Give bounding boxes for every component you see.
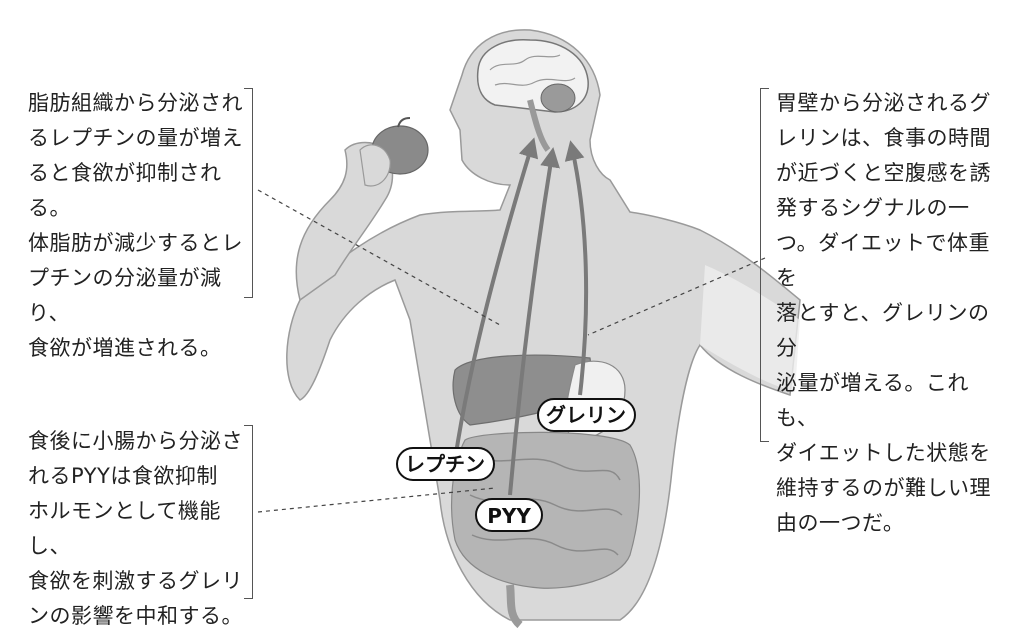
leptin-caption: 脂肪組織から分泌され るレプチンの量が増え ると食欲が抑制される。 体脂肪が減少…: [28, 91, 243, 360]
pyy-bracket: [244, 425, 253, 599]
leptin-label: レプチン: [405, 452, 485, 476]
pyy-arrow: [508, 147, 560, 496]
ghrelin-bracket: [760, 88, 769, 442]
brain-icon: [476, 39, 589, 152]
leptin-tag: レプチン: [396, 447, 495, 481]
leptin-bracket: [244, 88, 253, 298]
leptin-leader: [257, 189, 501, 326]
ghrelin-caption: 胃壁から分泌されるグ レリンは、食事の時間 が近づくと空腹感を誘 発するシグナル…: [776, 91, 991, 535]
torso-silhouette: [286, 29, 801, 621]
ghrelin-tag: グレリン: [537, 398, 636, 432]
pyy-tag: PYY: [475, 498, 543, 532]
pyy-caption: 食後に小腸から分泌さ れるPYYは食欲抑制 ホルモンとして機能し、 食欲を刺激す…: [28, 429, 243, 628]
pyy-label: PYY: [487, 504, 531, 528]
ghrelin-leader: [587, 257, 766, 336]
leptin-arrow: [453, 137, 539, 461]
ghrelin-arrow: [564, 140, 589, 396]
ghrelin-label: グレリン: [546, 403, 626, 427]
